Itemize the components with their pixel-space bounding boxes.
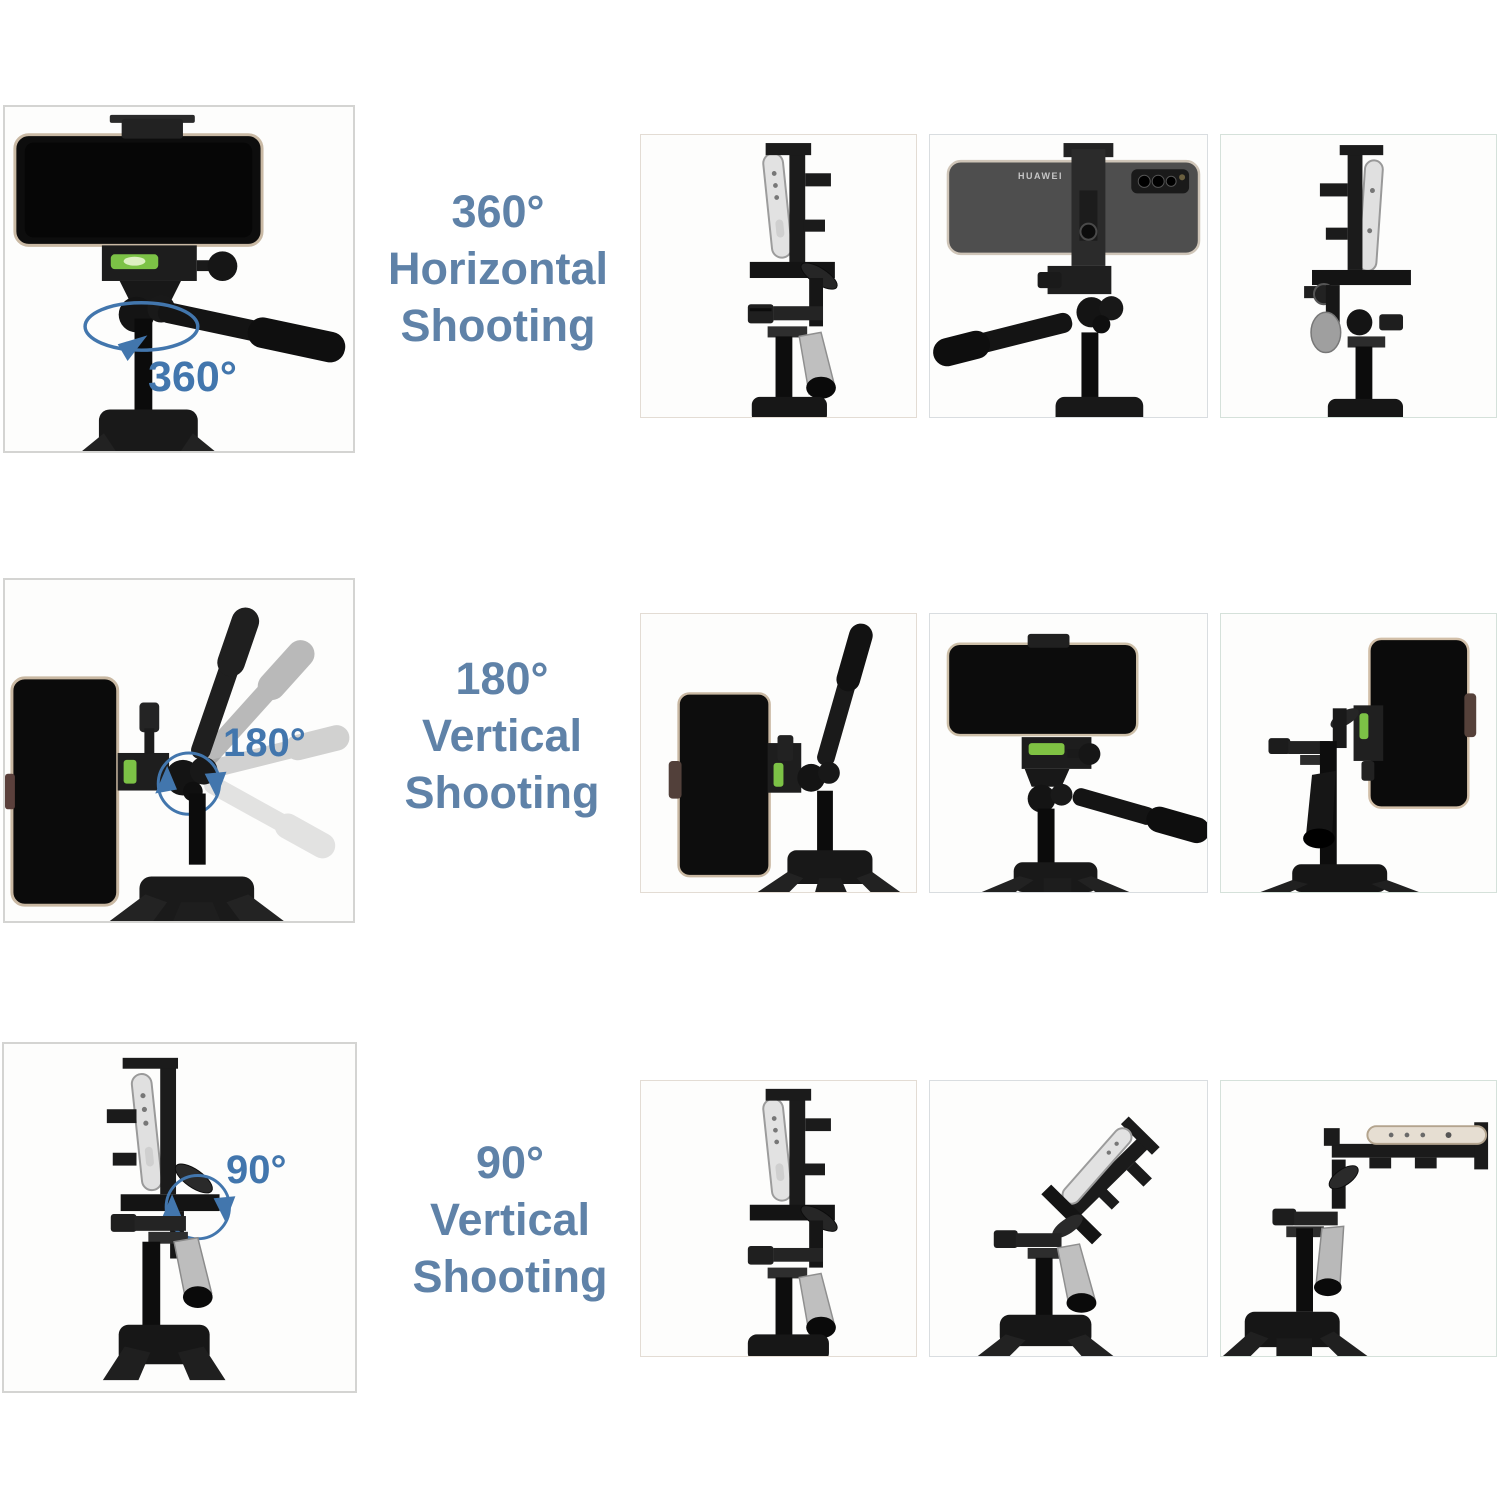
title-line: Vertical [421,710,583,761]
phone-brand-label: HUAWEI [1018,171,1063,181]
photo-landscape-phone-front [929,613,1208,893]
photo-side-clamp-vertical [640,134,917,418]
tripod-illustration [747,1088,838,1356]
title-line: Shooting [400,300,596,351]
photo-clamp-vertical [640,1080,917,1357]
photo-side-clamp-reverse [1220,134,1497,418]
title-line: 90° [475,1137,545,1188]
photo-portrait-phone-handle-up [640,613,917,893]
tripod-illustration [946,633,1207,892]
tripod-illustration-90 [102,1057,236,1381]
angle-annotation-label: 180° [223,721,306,765]
tripod-illustration [747,143,838,417]
photo-phone-back-landscape: HUAWEI [929,134,1208,418]
tripod-illustration [933,143,1201,417]
tripod-illustration [1304,145,1411,417]
feature-title-90-vertical: 90° Vertical Shooting [364,1134,656,1305]
angle-annotation-label: 90° [226,1148,287,1192]
title-line: 360° [451,186,545,237]
photo-portrait-phone-right [1220,613,1497,893]
tripod-illustration-360 [13,114,346,451]
photo-clamp-tilted-45 [929,1080,1208,1357]
hero-photo-180-vertical: 180° [3,578,355,923]
title-line: 180° [455,653,549,704]
title-line: Horizontal [388,243,608,294]
tripod-illustration [668,623,901,892]
hero-photo-90-vertical: 90° [2,1042,357,1393]
title-line: Vertical [429,1194,591,1245]
tripod-illustration [1260,637,1477,892]
feature-title-360-horizontal: 360° Horizontal Shooting [352,183,644,354]
feature-title-180-vertical: 180° Vertical Shooting [356,650,648,821]
tripod-illustration [1222,1122,1489,1356]
angle-annotation-label: 360° [148,353,237,401]
photo-clamp-horizontal [1220,1080,1497,1357]
title-line: Shooting [412,1251,608,1302]
hero-photo-360-horizontal: 360° [3,105,355,453]
tripod-illustration-180 [5,603,353,921]
tripod-illustration [977,1116,1160,1356]
title-line: Shooting [404,767,600,818]
